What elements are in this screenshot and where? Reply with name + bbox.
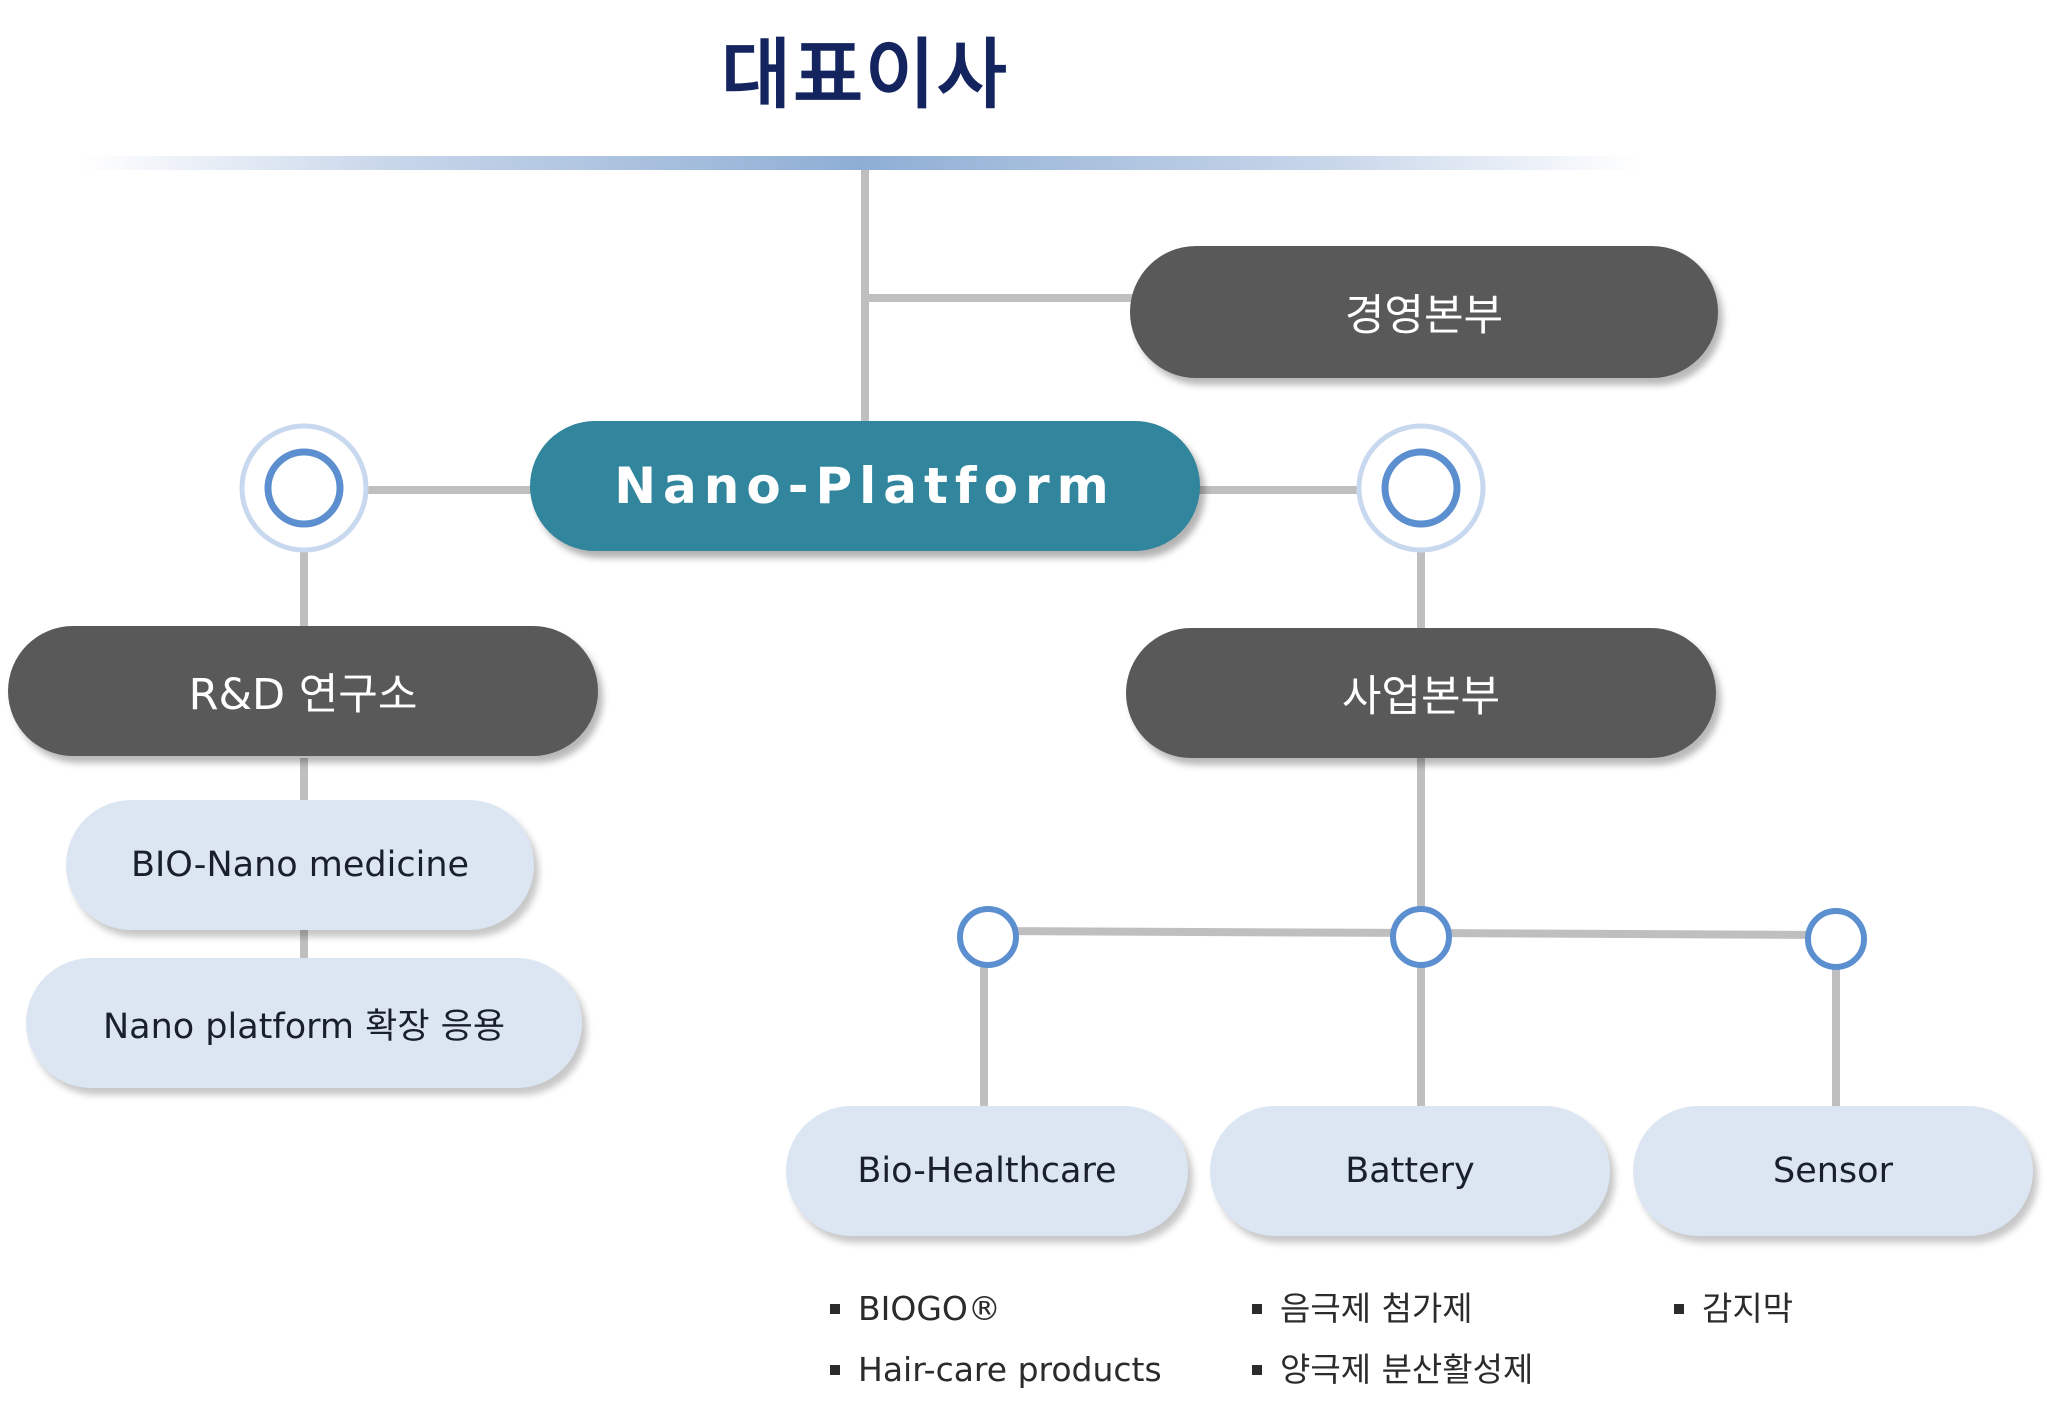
ceo-title: 대표이사 (721, 30, 1009, 119)
circle-node-sensor (1805, 908, 1867, 970)
detail-item: Hair-care products (830, 1339, 1162, 1400)
bullet-square-icon (1252, 1365, 1262, 1375)
bullet-square-icon (1674, 1304, 1684, 1314)
node-bio-nano-medicine: BIO-Nano medicine (66, 800, 534, 930)
bullet-square-icon (1252, 1304, 1262, 1314)
detail-item: 감지막 (1674, 1278, 1793, 1339)
detail-item: 양극제 분산활성제 (1252, 1339, 1533, 1400)
circle-node-bio-healthcare (957, 906, 1019, 968)
detail-text: 양극제 분산활성제 (1280, 1350, 1534, 1389)
title-underline-bar (80, 156, 1640, 170)
bio-healthcare-details: BIOGO® Hair-care products (830, 1278, 1162, 1400)
node-battery: Battery (1210, 1106, 1610, 1236)
node-management: 경영본부 (1130, 246, 1718, 378)
node-sensor: Sensor (1633, 1106, 2033, 1236)
detail-text: BIOGO® (858, 1289, 1001, 1328)
circle-node-rnd (239, 423, 369, 553)
bullet-square-icon (830, 1365, 840, 1375)
node-business-division: 사업본부 (1126, 628, 1716, 758)
detail-item: BIOGO® (830, 1278, 1162, 1339)
circle-node-battery (1390, 906, 1452, 968)
battery-details: 음극제 첨가제 양극제 분산활성제 (1252, 1278, 1533, 1400)
node-rnd-lab: R&D 연구소 (8, 626, 598, 756)
node-nano-platform: Nano-Platform (530, 421, 1200, 551)
sensor-details: 감지막 (1674, 1278, 1793, 1339)
detail-text: 음극제 첨가제 (1280, 1289, 1473, 1328)
bullet-square-icon (830, 1304, 840, 1314)
circle-node-business (1356, 423, 1486, 553)
detail-text: Hair-care products (858, 1350, 1162, 1389)
node-bio-healthcare: Bio-Healthcare (786, 1106, 1188, 1236)
detail-item: 음극제 첨가제 (1252, 1278, 1533, 1339)
node-nano-platform-application: Nano platform 확장 응용 (26, 958, 582, 1088)
detail-text: 감지막 (1702, 1289, 1794, 1328)
